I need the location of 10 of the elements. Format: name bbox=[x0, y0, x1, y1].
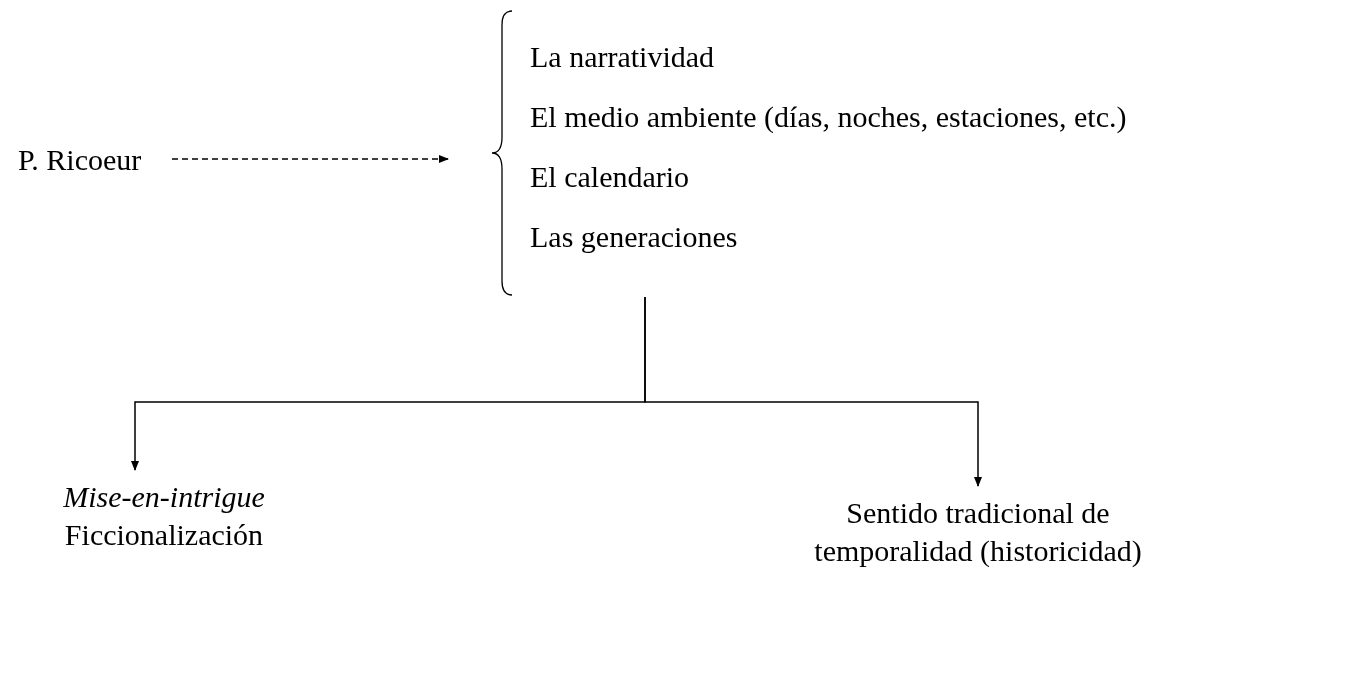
dashed-arrow bbox=[171, 155, 449, 163]
italic-term: Mise-en-intrigue bbox=[63, 479, 265, 515]
node-label: Ficcionalización bbox=[64, 516, 264, 553]
list-item: El medio ambiente (días, noches, estaciones, etc.) bbox=[530, 99, 1127, 136]
node-label: P. Ricoeur bbox=[18, 142, 142, 179]
arrow bbox=[644, 296, 982, 487]
list-item: El calendario bbox=[530, 159, 691, 196]
list-item: La narratividad bbox=[530, 39, 716, 75]
node-label: Sentido tradicional de temporalidad (historicidad) bbox=[813, 495, 1143, 569]
list-item: Las generaciones bbox=[530, 219, 739, 256]
